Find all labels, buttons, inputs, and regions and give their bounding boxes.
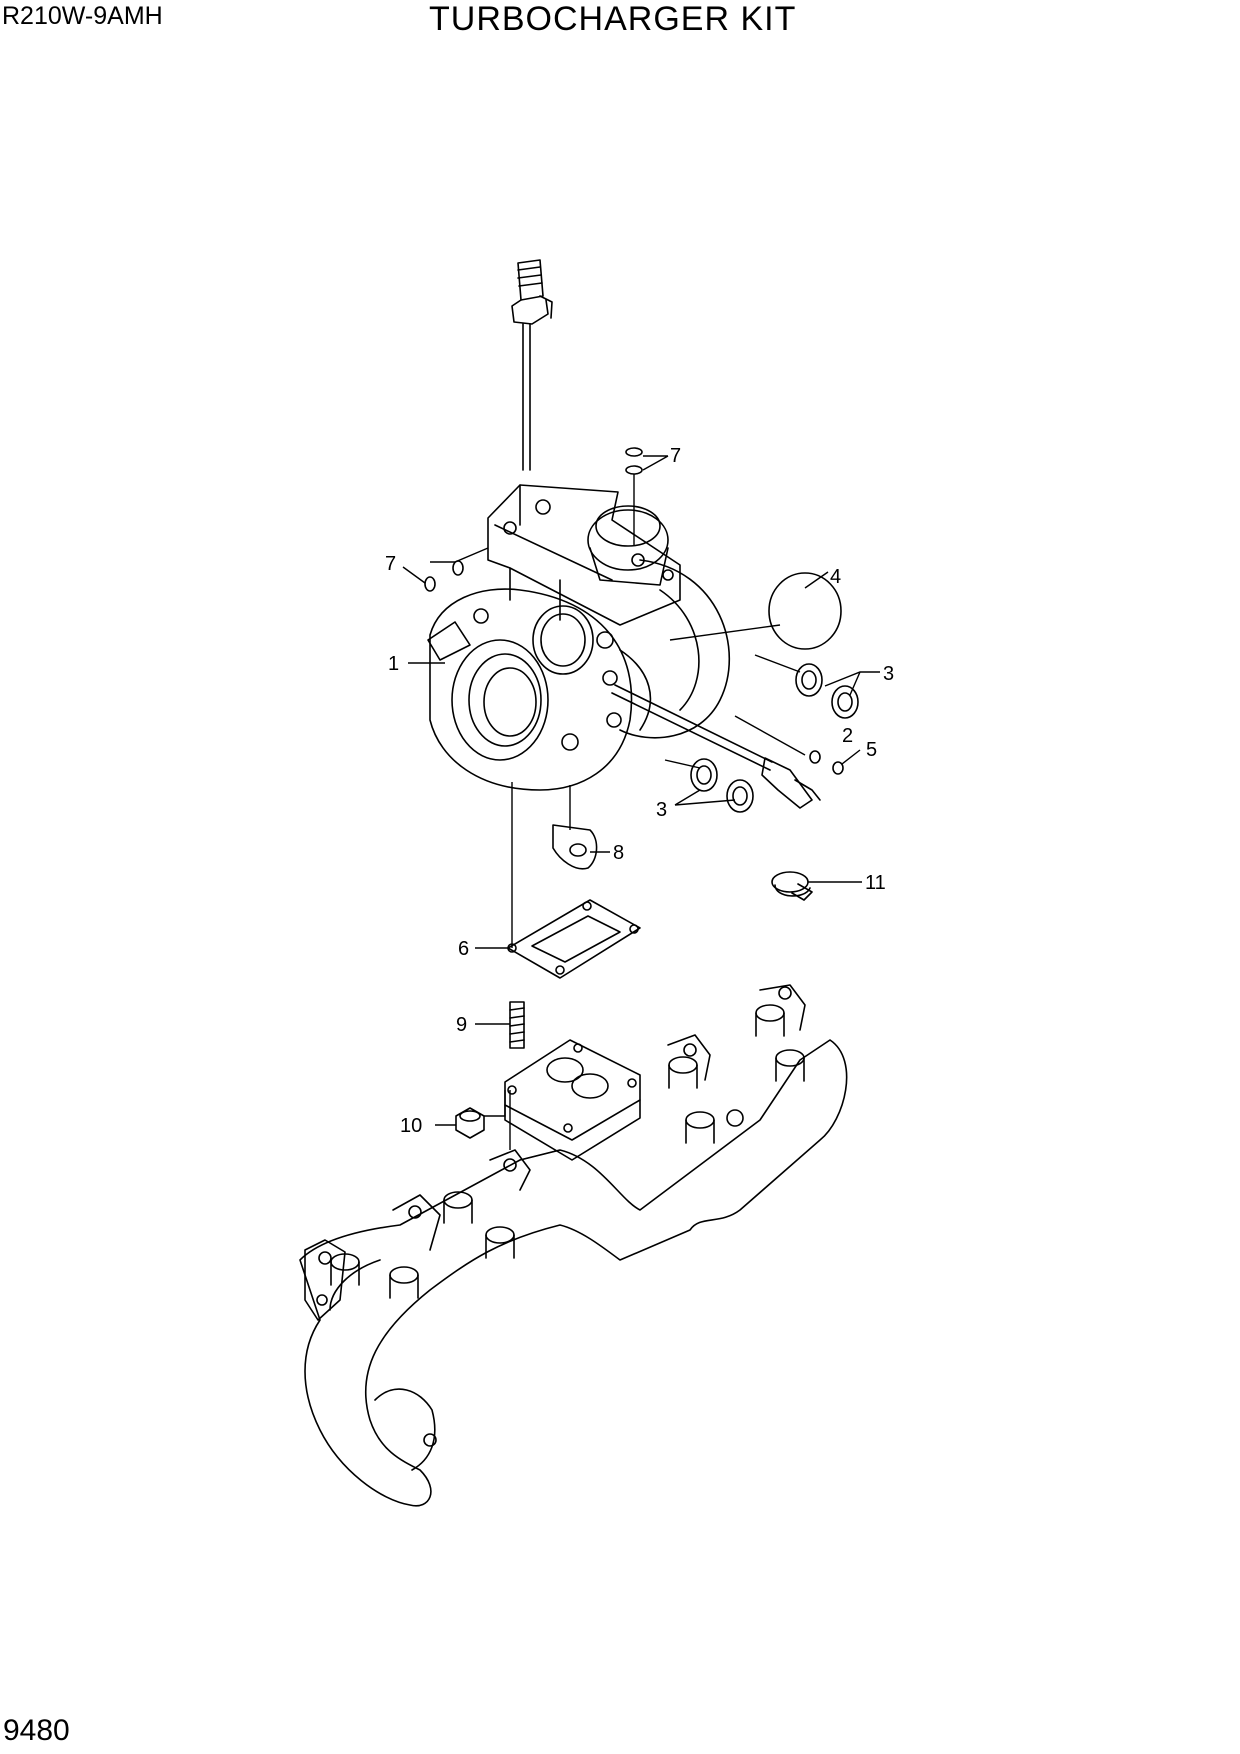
model-code: R210W-9AMH <box>2 2 163 30</box>
callout-10: 10 <box>400 1115 422 1137</box>
callout-3: 3 <box>883 663 894 685</box>
callout-4: 4 <box>830 566 841 588</box>
seal-ring <box>832 761 844 775</box>
callout-11: 11 <box>865 872 886 894</box>
o-ring-small <box>625 465 643 475</box>
callout-5: 5 <box>866 739 877 761</box>
callout-1: 1 <box>388 653 399 675</box>
flange-gasket <box>507 899 641 979</box>
callout-3: 3 <box>656 799 667 821</box>
stud-bolt <box>509 1001 525 1049</box>
callout-9: 9 <box>456 1014 467 1036</box>
exhaust-manifold <box>299 984 848 1507</box>
o-ring-small <box>424 576 436 592</box>
callout-2: 2 <box>842 725 853 747</box>
diagram-title: TURBOCHARGER KIT <box>429 0 797 38</box>
callout-labels: 1 2 3 3 4 5 6 7 7 8 9 10 11 <box>385 445 894 1137</box>
drain-gasket <box>552 824 598 870</box>
page-number: 9480 <box>3 1714 70 1747</box>
callout-6: 6 <box>458 938 469 960</box>
callout-7: 7 <box>385 553 396 575</box>
temperature-sensor <box>611 684 821 809</box>
sealing-washers <box>690 663 859 813</box>
o-ring-small <box>452 560 464 576</box>
seal-ring <box>809 750 821 764</box>
leader-lines <box>402 455 880 1161</box>
callout-7: 7 <box>670 445 681 467</box>
o-ring-large <box>768 572 842 650</box>
o-ring-small <box>625 447 643 457</box>
turbocharger <box>427 484 731 791</box>
hose-clamp <box>771 871 813 901</box>
actuator-connector <box>511 259 553 471</box>
hex-nut <box>455 1107 485 1139</box>
callout-8: 8 <box>613 842 624 864</box>
